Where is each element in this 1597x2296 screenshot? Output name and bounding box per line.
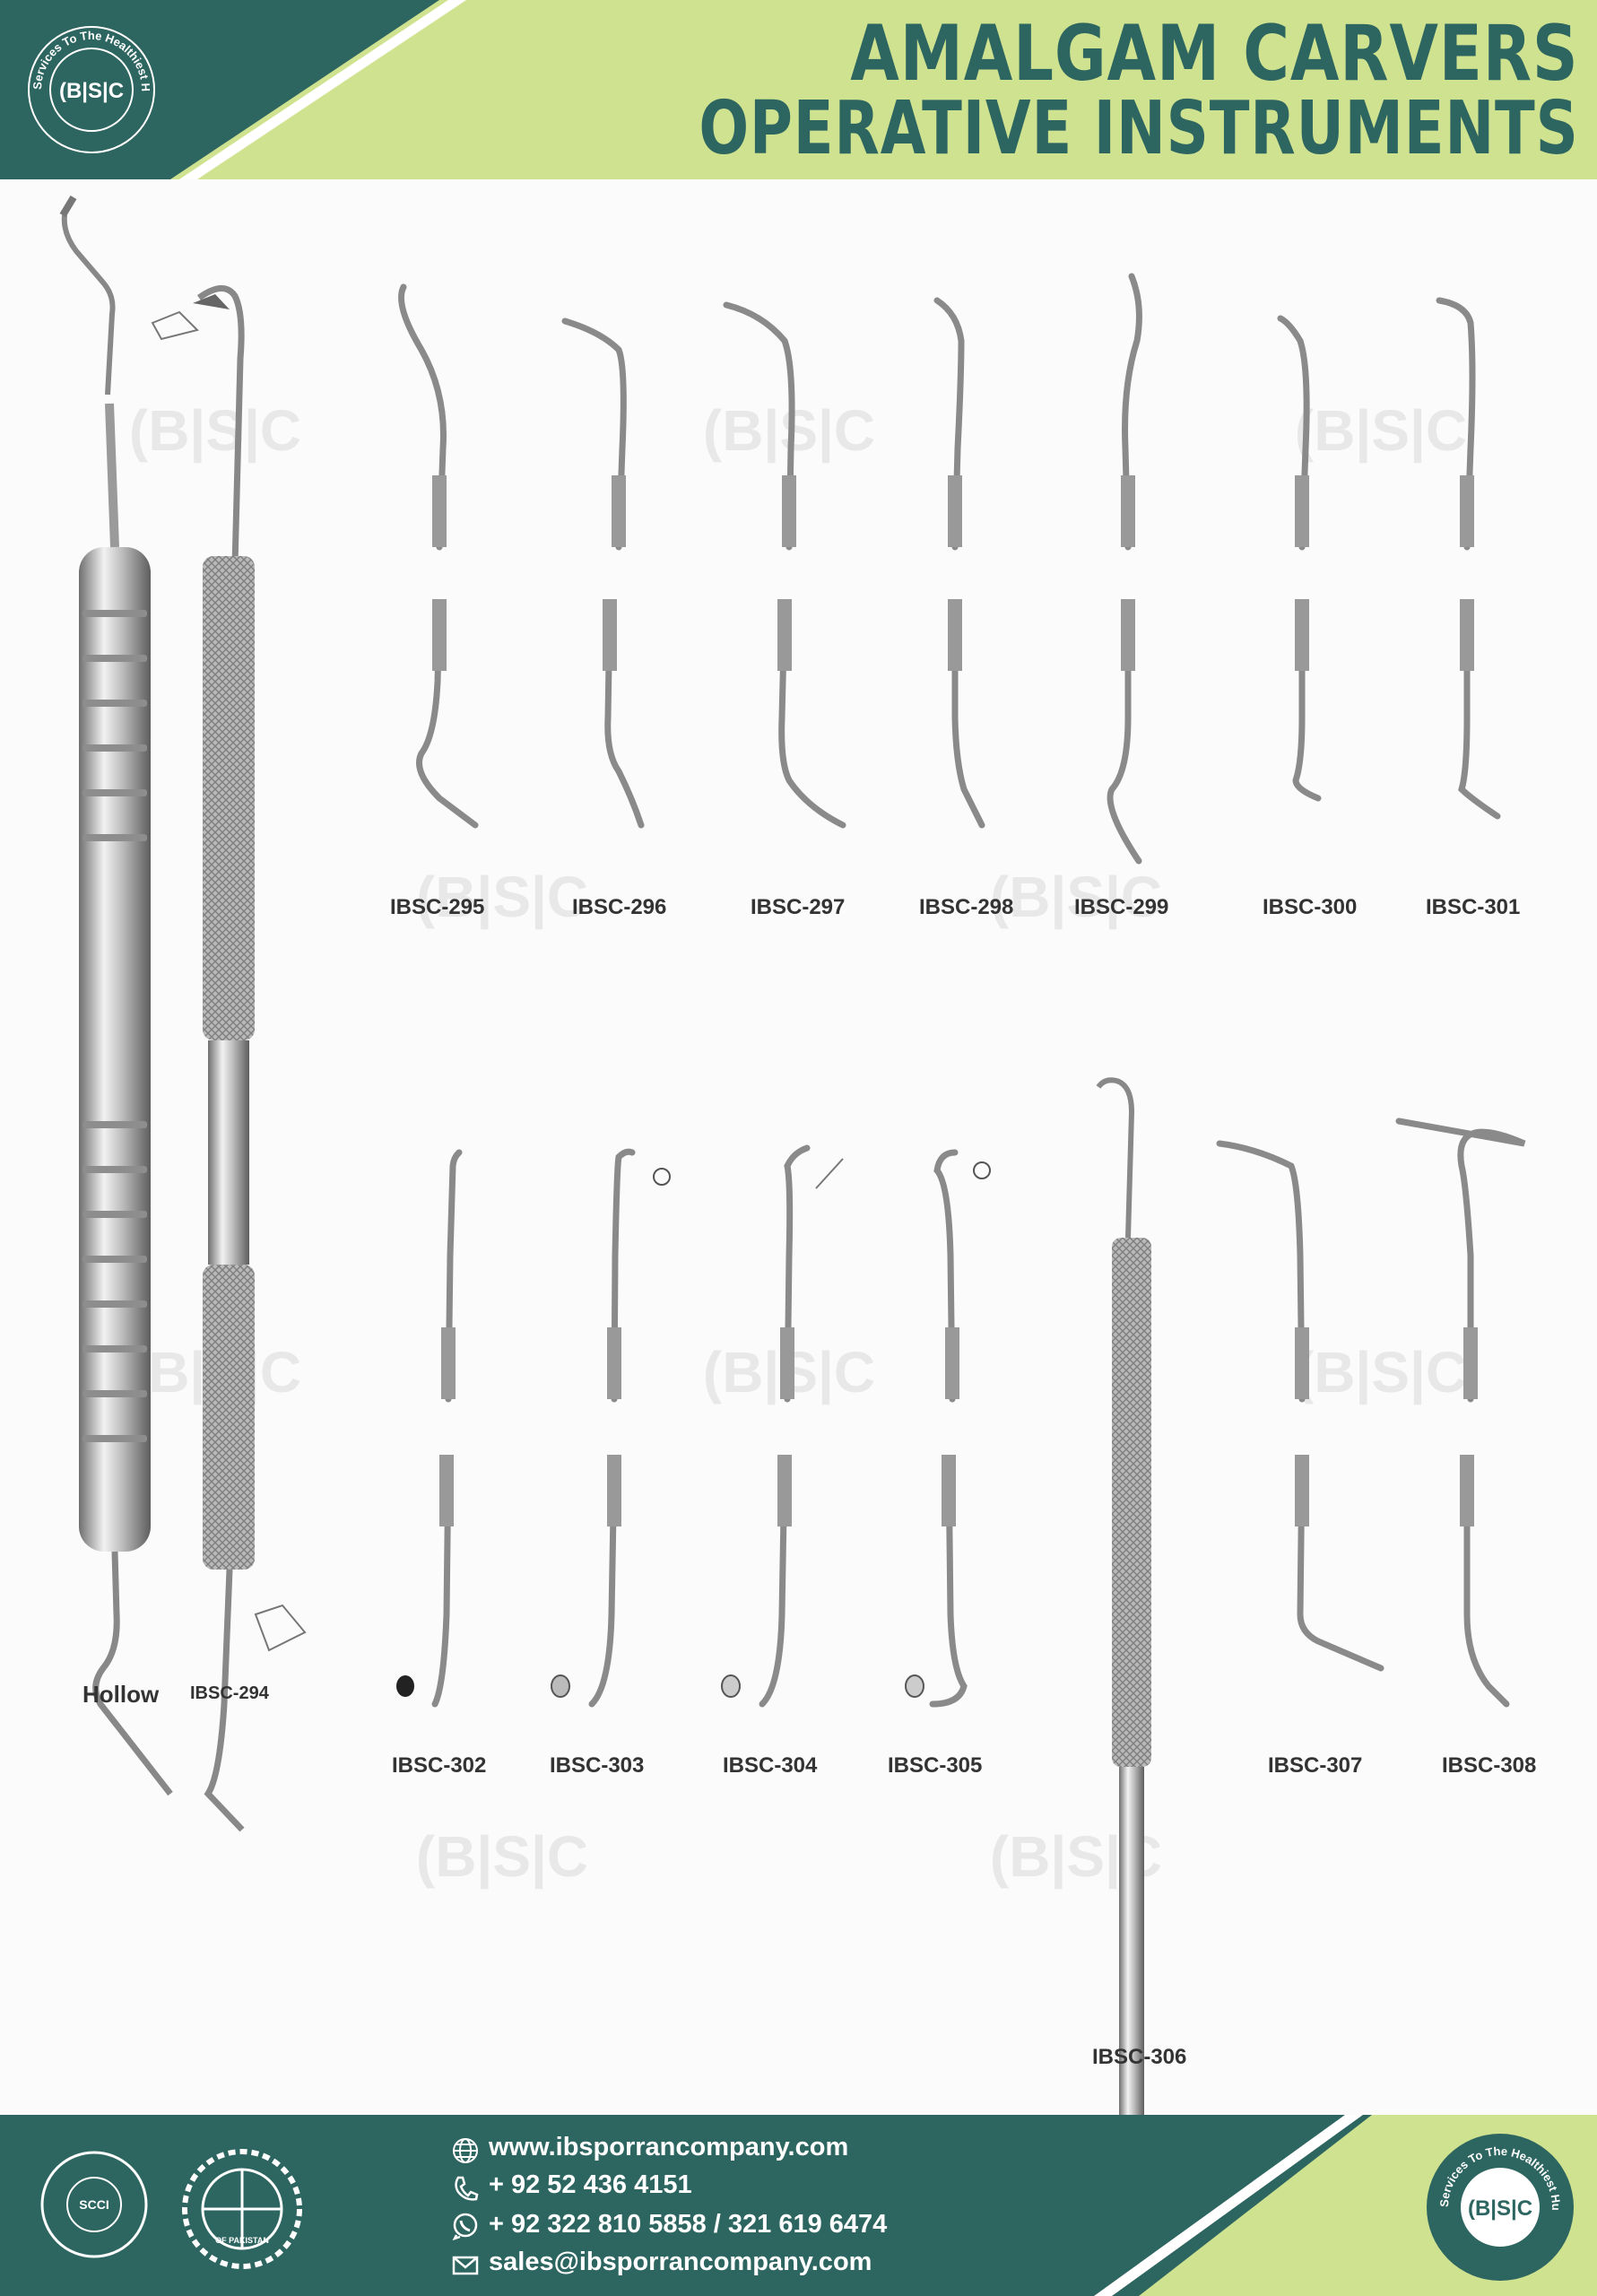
instrument-ibsc-306 [1096,1077,1151,2115]
website-link[interactable]: www.ibsporrancompany.com [489,2133,849,2161]
instrument-images [59,195,1526,2115]
product-code-ibsc-305: IBSC-305 [888,1753,983,1778]
product-code-ibsc-303: IBSC-303 [550,1753,645,1778]
phone-number[interactable]: + 92 52 436 4151 [489,2170,692,2199]
association-badge: OF PAKISTAN [182,2149,302,2269]
instruments-top-row-bottom-halves [416,606,1501,865]
product-code-ibsc-304: IBSC-304 [723,1753,818,1778]
product-code-ibsc-299: IBSC-299 [1074,895,1169,919]
page-title-line2: OPERATIVE INSTRUMENTS [699,86,1579,171]
whatsapp-icon [452,2213,478,2240]
svg-text:(B|S|C: (B|S|C [1468,2196,1532,2221]
product-code-ibsc-296: IBSC-296 [572,895,667,919]
product-code-ibsc-308: IBSC-308 [1442,1753,1537,1778]
page-footer: SCCI OF PAKISTAN www.ibsporrancompany.co… [0,2115,1597,2296]
page-header: (B|S|C Services To The Healthiest Humani… [0,0,1597,179]
ibsc-footer-logo: (B|S|C Services To The Healthiest Humani… [1424,2131,1574,2281]
product-code-ibsc-298: IBSC-298 [919,895,1014,919]
instruments-top-row-handle-tips [432,475,1474,671]
product-code-ibsc-295: IBSC-295 [390,895,485,919]
product-code-ibsc-297: IBSC-297 [751,895,846,919]
hollow-label: Hollow [82,1681,160,1708]
email-icon [452,2256,479,2275]
ibsc-logo: (B|S|C Services To The Healthiest Humani… [13,18,155,153]
instrument-hollow [59,195,173,1796]
phone-icon [455,2176,479,2201]
product-code-ibsc-294: IBSC-294 [190,1683,269,1703]
instruments-bottom-row-lower [431,1458,1510,1708]
badge2-text: OF PAKISTAN [215,2236,269,2245]
header-banner-shapes [0,0,1597,179]
product-code-ibsc-306: IBSC-306 [1092,2045,1187,2069]
globe-icon [453,2138,478,2163]
product-code-ibsc-307: IBSC-307 [1268,1753,1363,1778]
instruments-top-row [398,273,1476,551]
product-code-ibsc-301: IBSC-301 [1426,895,1521,919]
scci-badge: SCCI [40,2151,148,2258]
page-title-line1: AMALGAM CARVERS [850,9,1579,99]
instruments-bottom-row-handle-tips [439,1327,1478,1526]
whatsapp-number[interactable]: + 92 322 810 5858 / 321 619 6474 [489,2210,888,2239]
product-code-ibsc-300: IBSC-300 [1263,895,1358,919]
email-link[interactable]: sales@ibsporrancompany.com [489,2248,872,2276]
scci-abbr: SCCI [79,2197,108,2212]
svg-text:(B|S|C: (B|S|C [59,79,124,103]
instrument-tips-detail [396,1158,991,1698]
product-code-ibsc-302: IBSC-302 [392,1753,487,1778]
instrument-ibsc-294 [151,285,307,1832]
instruments-bottom-row [445,1118,1526,1403]
